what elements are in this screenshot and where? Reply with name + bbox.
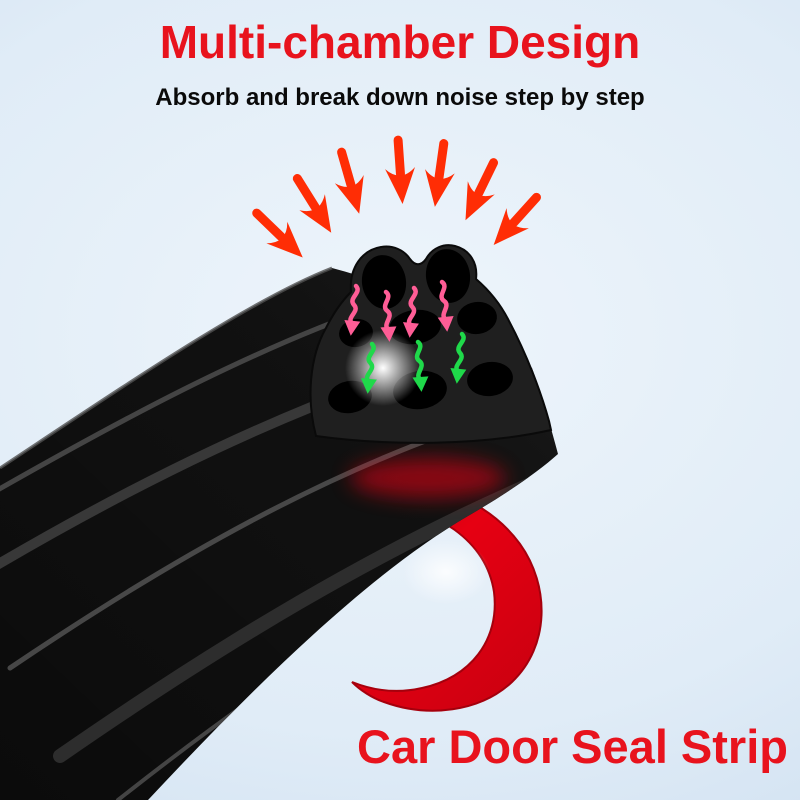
product-caption: Car Door Seal Strip [357,720,788,773]
headline: Multi-chamber Design [159,16,641,68]
chamber-hole [457,301,497,335]
noise-arrow-icon [285,171,344,241]
tape-highlight [402,540,490,604]
noise-arrow-icon [383,139,417,205]
tape-reflection-glow [350,458,506,498]
noise-arrow-icon [420,141,459,209]
noise-glow [345,330,421,406]
noise-arrow-icon [482,187,547,255]
chamber-hole [425,249,471,303]
adhesive-tape [297,479,543,712]
noise-arrow-icon [327,148,373,218]
seal-cross-section [309,244,553,444]
chamber-hole [467,361,513,397]
chamber-hole [361,255,407,309]
noise-arrow-icon [452,156,507,227]
subheadline: Absorb and break down noise step by step [155,84,645,111]
